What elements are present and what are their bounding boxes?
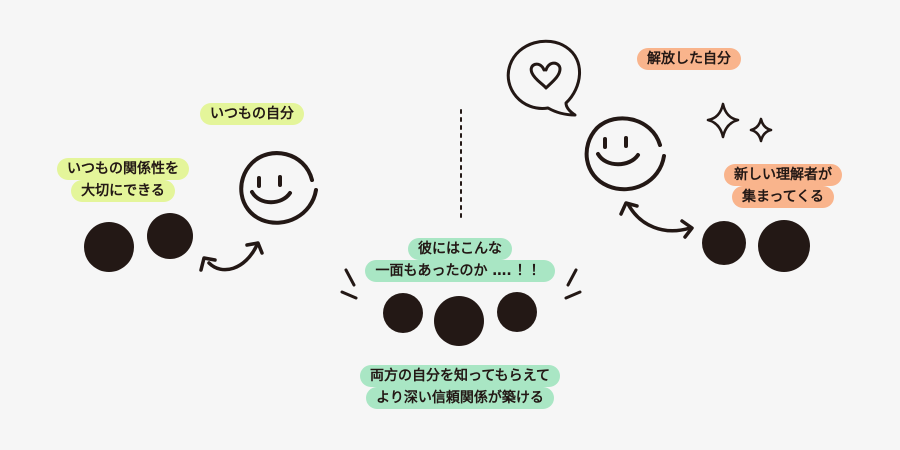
sparkle-icon bbox=[706, 102, 773, 143]
label-line: より深い信頼関係が築ける bbox=[366, 387, 554, 409]
self-label-right: 解放した自分 bbox=[637, 48, 741, 70]
label-line: 両方の自分を知ってもらえて bbox=[360, 365, 560, 387]
curved-double-arrow-icon-left bbox=[199, 241, 264, 272]
person-dot-icon bbox=[383, 293, 423, 333]
heart-speech-bubble-icon bbox=[506, 39, 581, 117]
person-dot-icon bbox=[434, 296, 484, 346]
result-label: 両方の自分を知ってもらえて より深い信頼関係が築ける bbox=[330, 365, 590, 409]
person-dot-icon bbox=[758, 220, 810, 272]
self-label-left: いつもの自分 bbox=[200, 103, 304, 125]
discovery-label: 彼にはこんな 一面もあったのか …. ！！ bbox=[355, 238, 565, 282]
label-line: いつもの自分 bbox=[200, 103, 304, 125]
label-line: 大切にできる bbox=[71, 180, 175, 202]
person-dot-icon bbox=[497, 292, 537, 332]
smiley-face-icon-left bbox=[239, 151, 318, 225]
motion-lines-icon bbox=[340, 268, 582, 300]
curved-double-arrow-icon-right bbox=[619, 201, 694, 239]
label-line: 彼にはこんな bbox=[408, 238, 512, 260]
label-line: 新しい理解者が bbox=[724, 164, 842, 186]
label-line: 集まってくる bbox=[731, 186, 835, 208]
label-line: 解放した自分 bbox=[637, 48, 741, 70]
label-line: 一面もあったのか …. ！！ bbox=[365, 260, 555, 282]
label-line: いつもの関係性を bbox=[57, 158, 189, 180]
person-dot-icon bbox=[84, 222, 134, 272]
person-dot-icon bbox=[147, 213, 193, 259]
smiley-face-icon-right bbox=[584, 116, 666, 192]
relationship-label: いつもの関係性を 大切にできる bbox=[50, 158, 196, 202]
person-dot-icon bbox=[702, 221, 746, 265]
understanders-label: 新しい理解者が 集まってくる bbox=[713, 164, 853, 208]
